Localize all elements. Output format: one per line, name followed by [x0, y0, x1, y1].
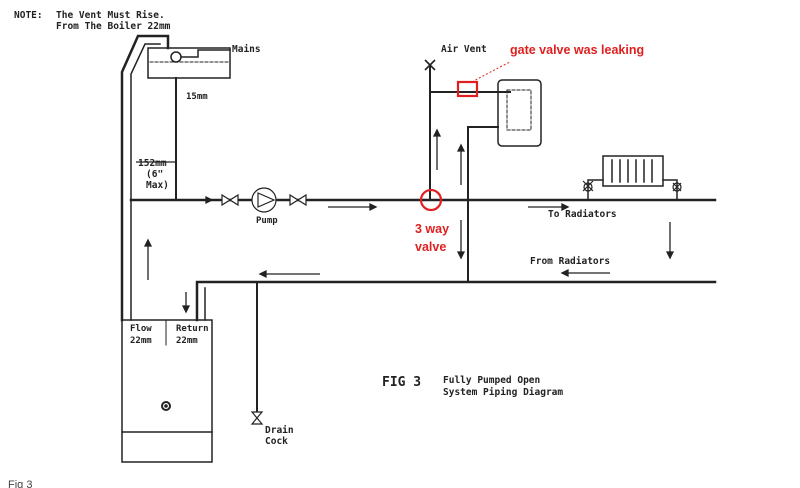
vent-pipe-inner — [130, 43, 161, 321]
isolation-valve-icon — [289, 193, 307, 207]
drain-label: Cock — [265, 436, 288, 447]
pump-icon — [251, 187, 277, 213]
mains-feed-pipe — [180, 49, 231, 58]
cylinder-return-pipe — [467, 126, 499, 283]
radiator-valve-icon — [583, 182, 593, 192]
radiator-return-tail — [662, 179, 678, 201]
to-radiators-label: To Radiators — [548, 209, 617, 220]
note-label: NOTE: — [14, 10, 43, 21]
gate-valve-annotation: gate valve was leaking — [510, 43, 644, 57]
ball-valve-icon — [170, 51, 182, 63]
drain-label: Drain — [265, 425, 294, 436]
pipe-size-label: 15mm — [186, 92, 208, 102]
vent-pipe — [120, 34, 170, 322]
boiler — [121, 319, 213, 463]
pump-label: Pump — [256, 216, 278, 226]
return-size-label: 22mm — [176, 336, 198, 346]
note-line-1: The Vent Must Rise. — [56, 10, 165, 21]
boiler-control-knob-dot — [164, 404, 168, 408]
three-way-valve-annotation: valve — [415, 240, 446, 254]
return-label: Return — [176, 324, 209, 334]
dimension-label: (6" — [146, 169, 163, 180]
figure-title: Fully Pumped Open — [443, 375, 540, 386]
lockshield-valve-icon — [672, 182, 682, 192]
air-vent-label: Air Vent — [441, 44, 487, 55]
air-vent-icon — [424, 59, 436, 71]
three-way-valve-highlight — [419, 188, 443, 212]
radiator-fins — [611, 159, 653, 183]
figure-number: FIG 3 — [382, 375, 421, 390]
radiator — [602, 155, 664, 187]
note-line-2: From The Boiler 22mm — [56, 21, 171, 32]
flow-size-label: 22mm — [130, 336, 152, 346]
gate-valve-highlight — [456, 80, 479, 98]
return-pipe — [195, 280, 717, 322]
from-radiators-label: From Radiators — [530, 256, 610, 267]
figure-caption: Fig 3 — [8, 479, 32, 488]
flow-label: Flow — [130, 324, 152, 334]
feed-expansion-tank — [147, 47, 231, 79]
dimension-label: 152mm — [138, 158, 167, 169]
three-way-valve-annotation: 3 way — [415, 222, 449, 236]
radiator-flow-tail — [587, 179, 604, 201]
pump-impeller-icon — [257, 192, 276, 208]
dimension-label: Max) — [146, 180, 169, 191]
annotation-leader-line — [471, 61, 511, 83]
mains-label: Mains — [232, 44, 261, 55]
lockshield-valve-icon — [672, 182, 682, 192]
figure-title: System Piping Diagram — [443, 387, 563, 398]
drain-cock-icon — [250, 411, 264, 425]
cylinder-coil — [506, 89, 532, 131]
hot-water-cylinder — [497, 79, 542, 147]
isolation-valve-icon — [221, 193, 239, 207]
